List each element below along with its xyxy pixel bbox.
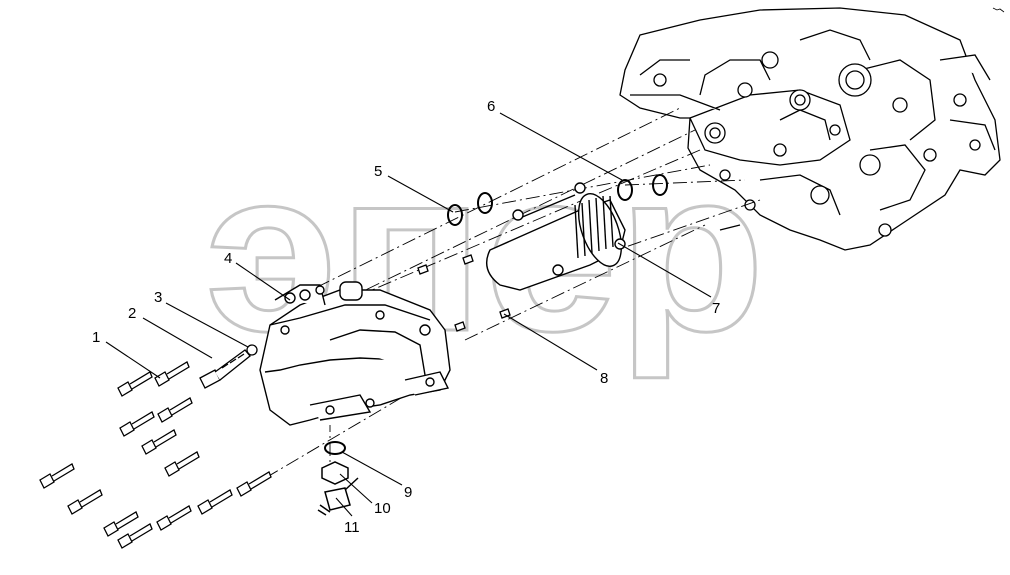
bolts xyxy=(39,361,272,549)
callout-labels: 1 2 3 4 5 6 7 8 9 10 11 xyxy=(92,98,720,536)
callout-7: 7 xyxy=(712,300,720,317)
callout-8: 8 xyxy=(600,370,608,387)
callout-1: 1 xyxy=(92,329,100,346)
oil-cooler-housing xyxy=(259,281,451,426)
o-ring-6a xyxy=(617,179,633,201)
corner-mark xyxy=(992,7,1005,13)
callout-9: 9 xyxy=(404,484,412,501)
o-ring-5b xyxy=(477,192,493,214)
o-rings xyxy=(447,174,668,226)
callout-11: 11 xyxy=(344,519,360,536)
callout-5: 5 xyxy=(374,163,382,180)
leader-lines xyxy=(105,112,712,517)
o-ring-6b xyxy=(652,174,668,196)
oil-cooler-core xyxy=(486,182,626,291)
drain-plug-10 xyxy=(321,461,349,485)
callout-6: 6 xyxy=(487,98,495,115)
callout-10: 10 xyxy=(374,500,391,517)
engine-block xyxy=(619,7,1001,251)
screws xyxy=(417,254,511,332)
callout-3: 3 xyxy=(154,289,162,306)
seal-ring-9 xyxy=(324,441,346,455)
callout-4: 4 xyxy=(224,250,232,267)
washer-and-stud xyxy=(199,344,258,389)
callout-2: 2 xyxy=(128,305,136,322)
o-ring-5a xyxy=(447,204,463,226)
drain-assembly xyxy=(317,441,359,516)
